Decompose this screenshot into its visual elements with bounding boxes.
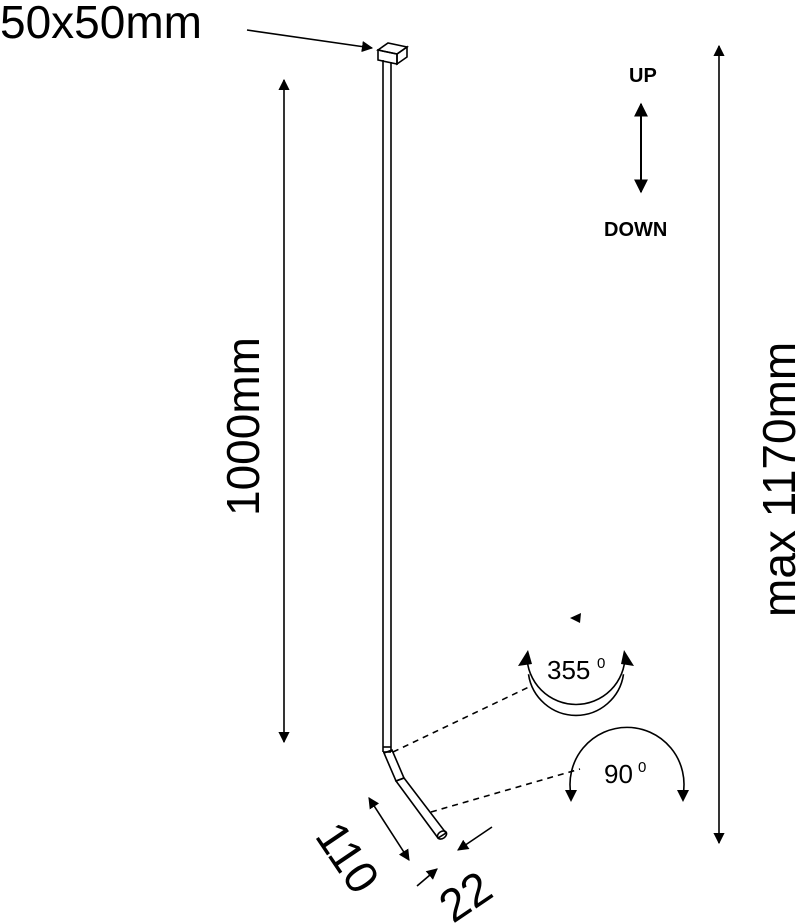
- head-diameter-label: 22: [430, 861, 502, 924]
- head-length-label: 110: [306, 813, 390, 903]
- mount-size-leader-arrow: [246, 29, 374, 53]
- ceiling-mount: [376, 42, 409, 66]
- tilt-arc-icon: [565, 726, 689, 802]
- rotation-value: 355: [547, 655, 590, 685]
- down-label: DOWN: [604, 219, 667, 241]
- suspension-rod: [382, 60, 392, 753]
- head-length-dimension-arrow: [368, 797, 410, 861]
- lamp-head: [382, 748, 448, 840]
- rotation-leader-line: [392, 685, 532, 753]
- up-label: UP: [629, 65, 657, 87]
- rotation-degree-symbol: 0: [597, 655, 605, 672]
- tilt-leader-line: [430, 768, 581, 813]
- rod-length-label: 1000mm: [217, 337, 269, 516]
- rotation-circle-icon: [518, 613, 634, 717]
- tilt-value: 90: [604, 759, 633, 789]
- max-height-label: max 1170mm: [753, 342, 796, 617]
- head-diameter-dimension-arrows: [416, 826, 493, 887]
- mount-size-label: 50x50mm: [0, 0, 202, 48]
- tilt-degree-symbol: 0: [638, 759, 646, 776]
